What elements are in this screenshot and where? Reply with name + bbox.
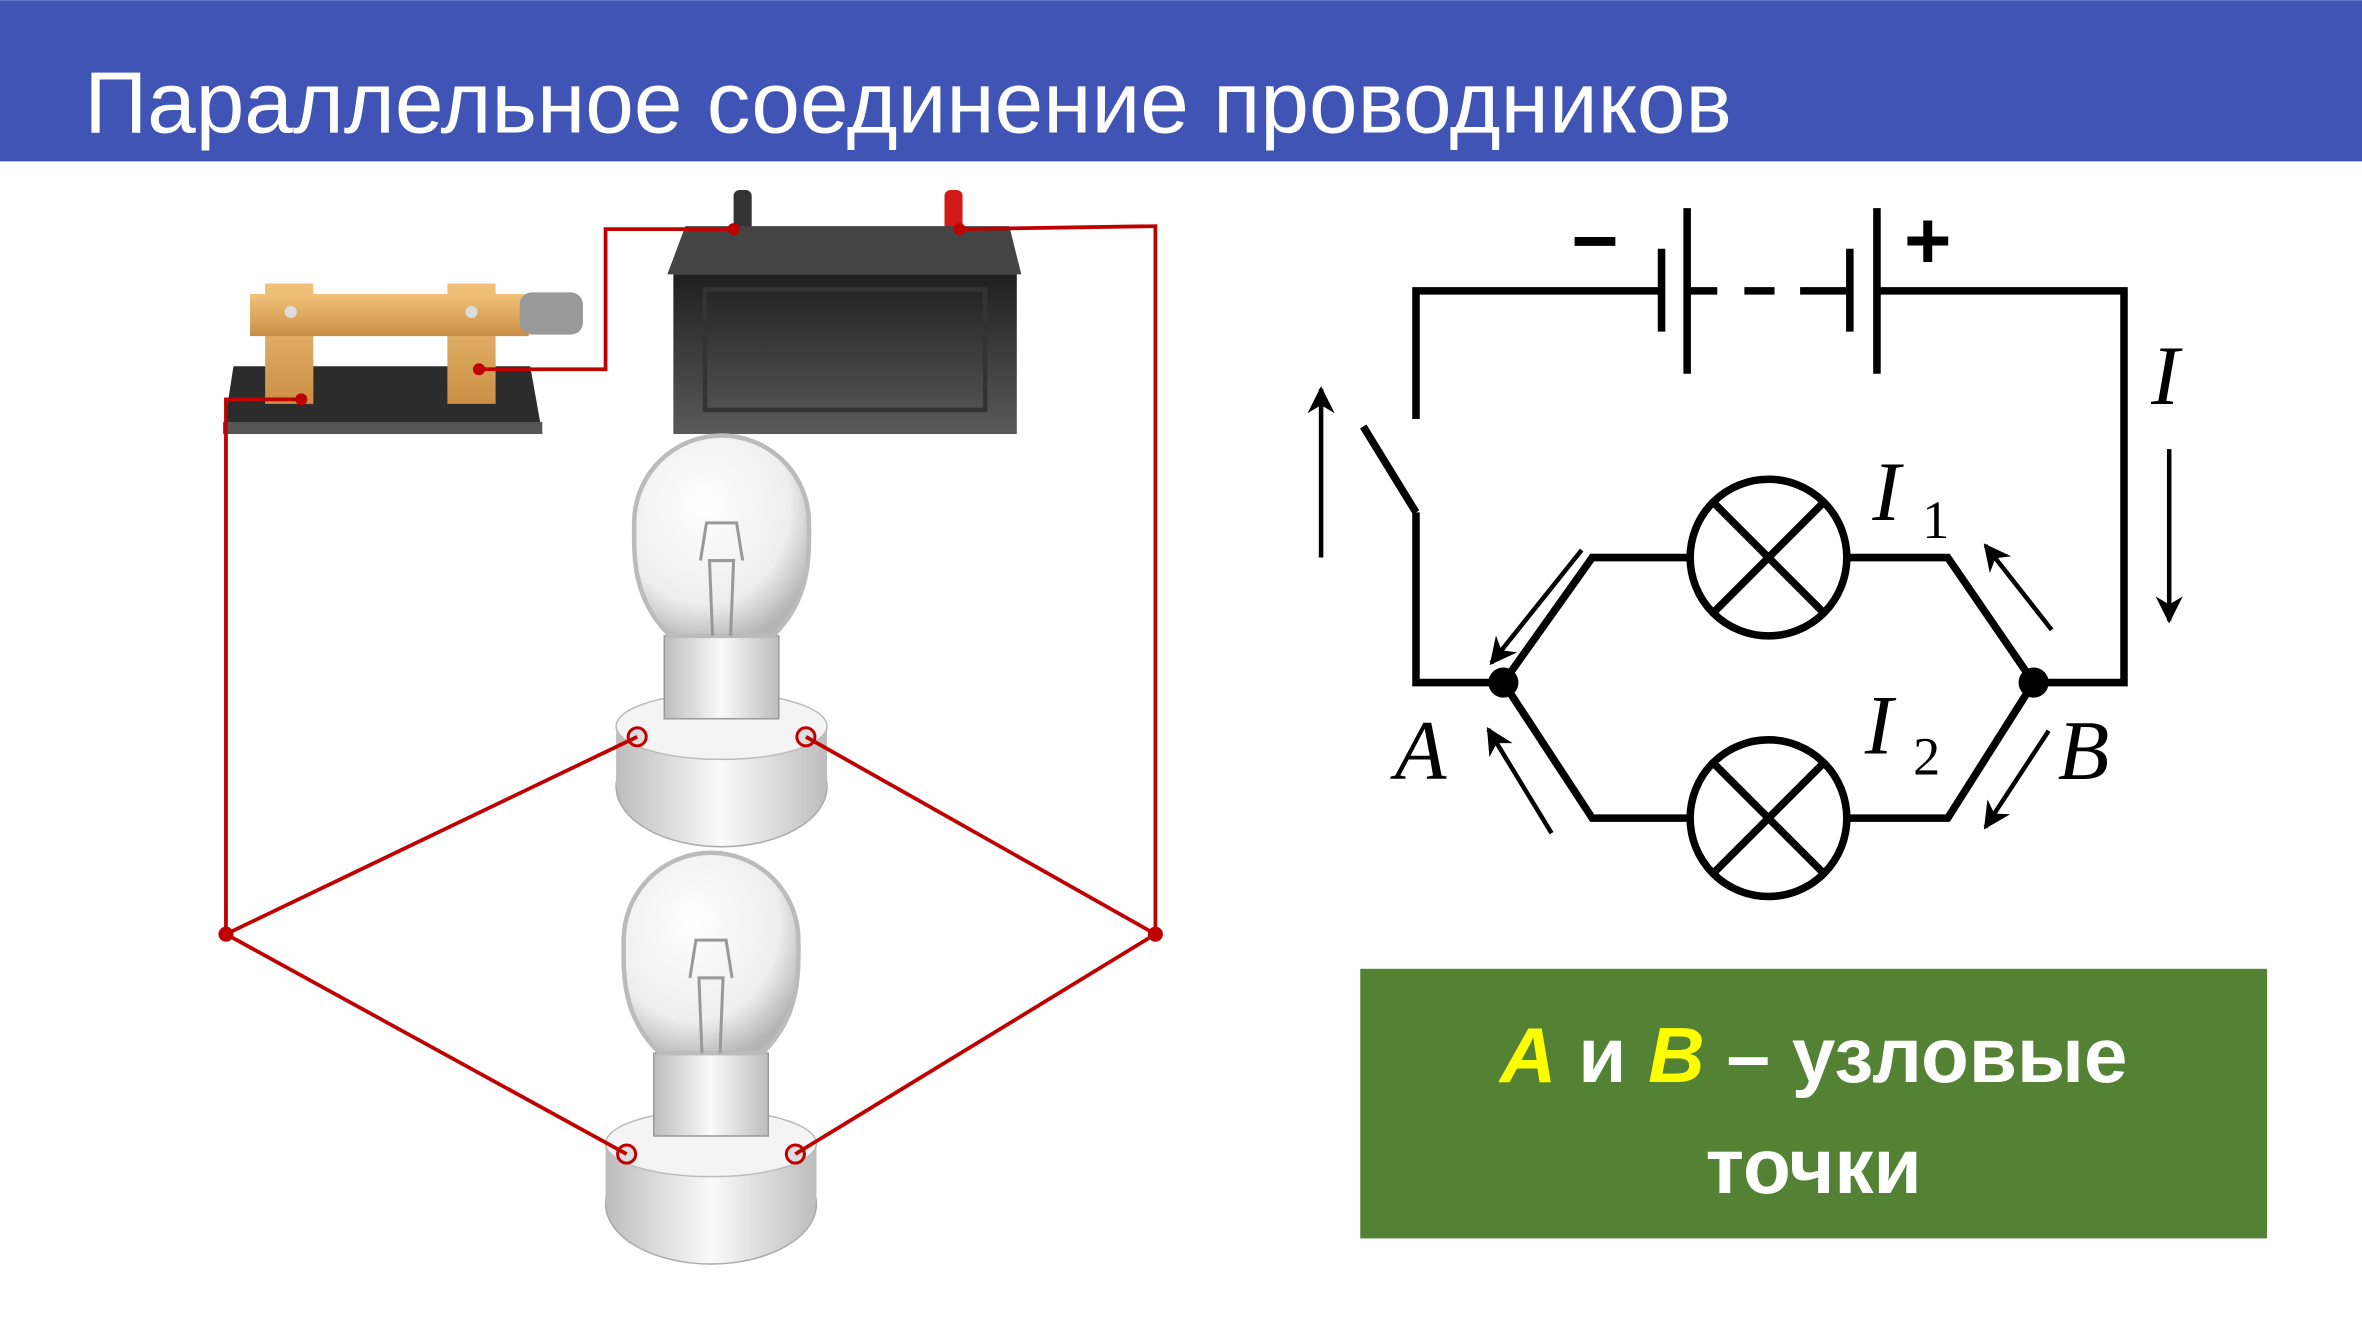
light-bulb-1 (616, 436, 827, 847)
circuit-schematic (1307, 208, 2183, 901)
current-1-label: I (1871, 446, 1904, 539)
node-a-dot (1488, 667, 1519, 698)
caption-box (1360, 968, 2268, 1239)
current-1-subscript: 1 (1922, 490, 1949, 550)
lamp-symbol-2 (1686, 736, 1851, 901)
header-bar (0, 0, 2362, 162)
caption-rest: – узловые (1705, 1011, 2128, 1099)
red-wires (218, 223, 1163, 1156)
plus-sign: + (1904, 195, 1951, 286)
current-2-label: I (1864, 679, 1897, 772)
arrow-i1-right-icon (1983, 543, 2054, 632)
page-title: Параллельное соединение проводников (84, 54, 1732, 152)
current-2-subscript: 2 (1913, 726, 1940, 786)
arrow-i1-left-icon (1489, 548, 1584, 666)
light-bulb-2 (606, 853, 817, 1264)
caption-line-2: точки (1706, 1122, 1922, 1210)
caption-a: A (1498, 1011, 1557, 1099)
lamp-symbol-1 (1686, 475, 1851, 640)
arrow-i2-left-icon (1486, 726, 1554, 835)
caption-line-1: A и B – узловые (1498, 1011, 2128, 1099)
arrow-i2-right-icon (1983, 729, 2051, 830)
current-total-label: I (2150, 330, 2183, 423)
knife-switch-illustration (222, 283, 583, 435)
minus-sign: − (1571, 195, 1619, 286)
node-b-dot (2018, 667, 2049, 698)
caption-b: B (1648, 1011, 1705, 1099)
caption-and: и (1556, 1011, 1648, 1099)
battery-illustration (667, 189, 1022, 435)
node-a-label: A (1390, 705, 1447, 798)
node-b-label: B (2058, 705, 2110, 798)
